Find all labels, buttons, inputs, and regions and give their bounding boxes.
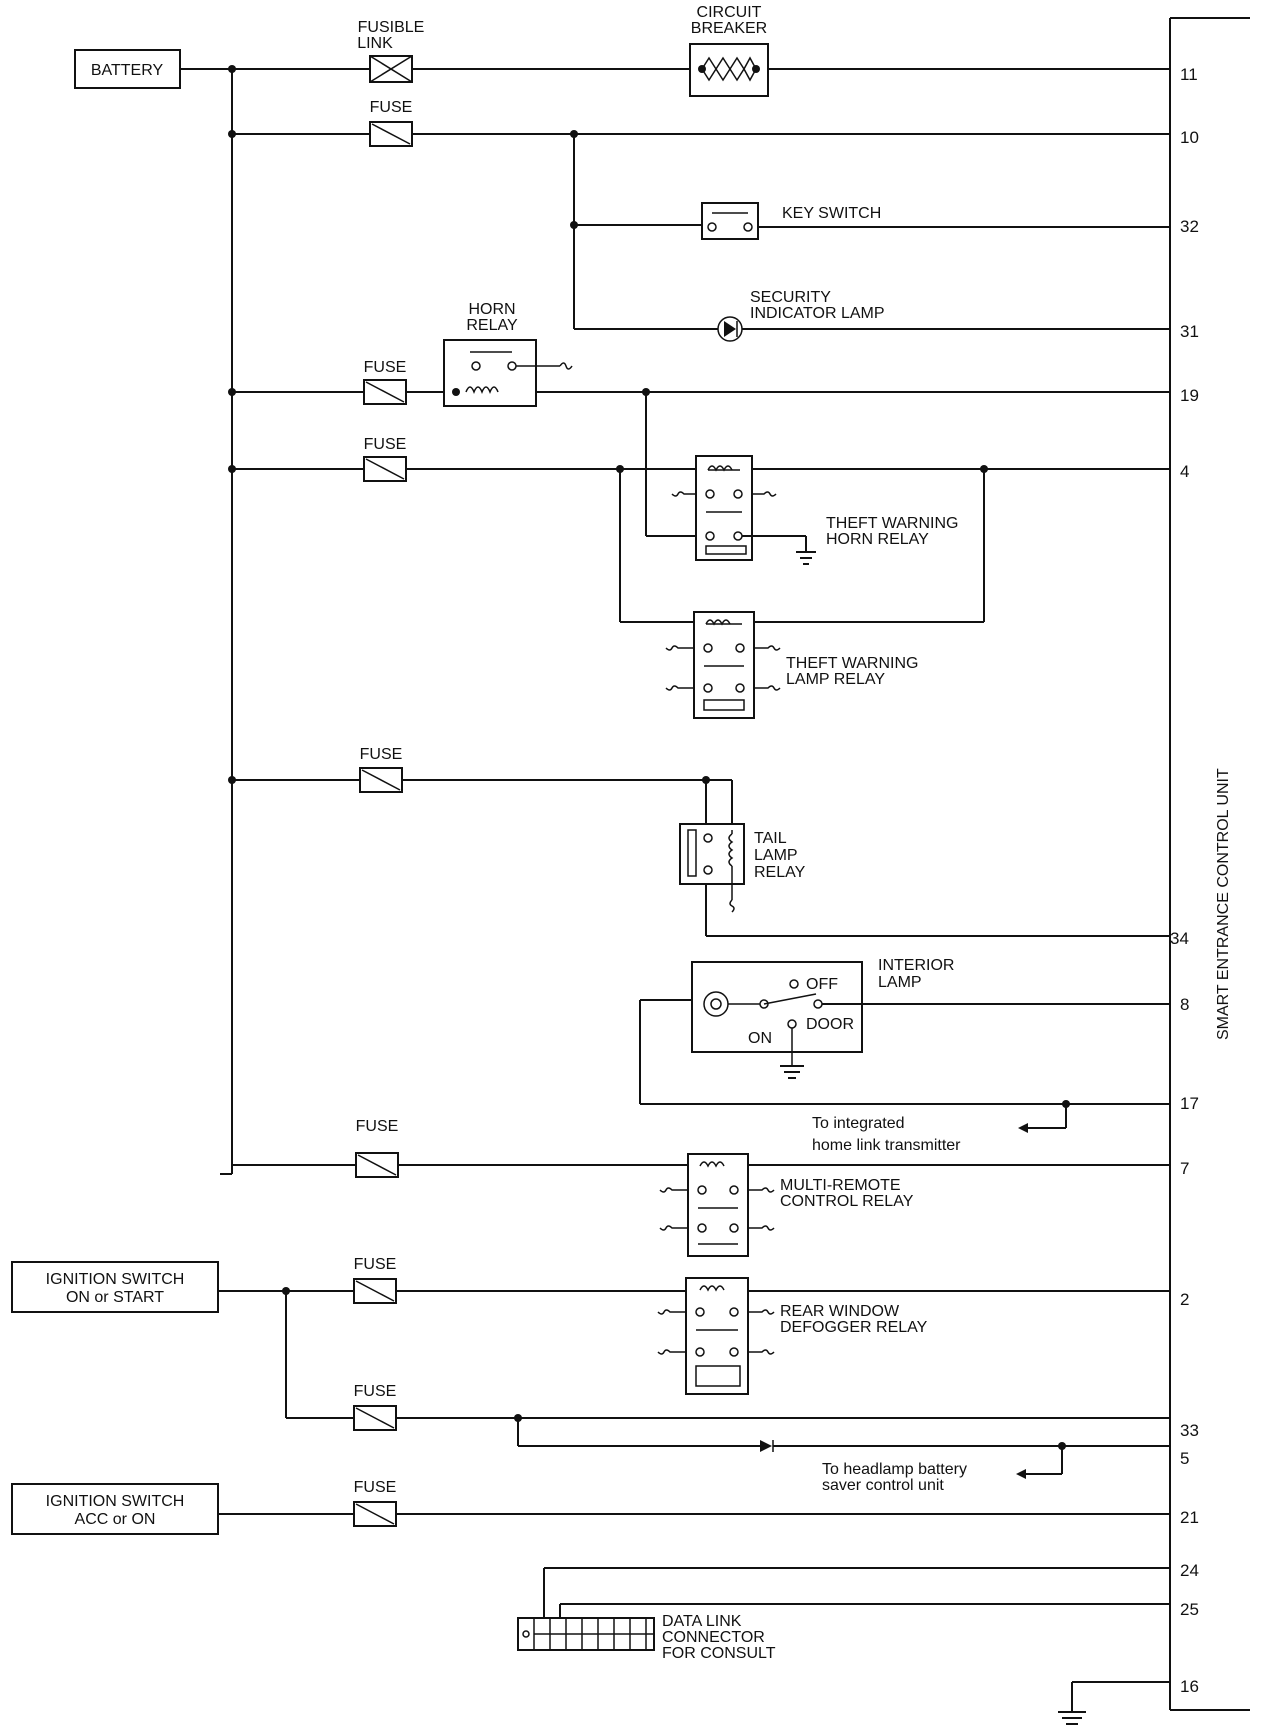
- fuse-label-horn: FUSE: [364, 359, 407, 376]
- fuse-label-tail: FUSE: [360, 746, 403, 763]
- ignition-on-start-box: [11, 1261, 219, 1313]
- circuit-breaker-label: CIRCUIT: [697, 4, 762, 21]
- fuse-label-multi: FUSE: [356, 1118, 399, 1135]
- interior-lamp-label: INTERIOR: [878, 957, 954, 974]
- key-switch-symbol: [701, 202, 759, 240]
- pin-label: 8: [1180, 995, 1189, 1014]
- homelink-note-2: home link transmitter: [812, 1137, 961, 1154]
- ignition-acc-on-box: [11, 1483, 219, 1535]
- ignition-acc-on-label: IGNITION SWITCH: [46, 1493, 185, 1510]
- interior-off-label: OFF: [806, 976, 838, 993]
- pin-label: 31: [1180, 322, 1199, 341]
- pin-label: 7: [1180, 1159, 1189, 1178]
- data-link-label-3: FOR CONSULT: [662, 1645, 776, 1662]
- horn-relay-symbol: [443, 339, 573, 407]
- rear-defogger-label-2: DEFOGGER RELAY: [780, 1319, 928, 1336]
- security-lamp-symbol: [717, 316, 743, 342]
- fusible-link-label: FUSIBLE: [358, 19, 425, 36]
- pin-label: 10: [1180, 128, 1199, 147]
- fuse-label-defog: FUSE: [354, 1256, 397, 1273]
- control-unit-title: SMART ENTRANCE CONTROL UNIT: [1215, 768, 1232, 1040]
- theft-lamp-relay-symbol: [665, 611, 781, 719]
- pin-label: 16: [1180, 1677, 1199, 1696]
- interior-lamp-symbol: [691, 961, 863, 1079]
- pin-label: 4: [1180, 462, 1189, 481]
- homelink-note: To integrated: [812, 1115, 905, 1132]
- pin-label: 5: [1180, 1449, 1189, 1468]
- ignition-acc-on-label-2: ACC or ON: [75, 1511, 156, 1528]
- rear-defogger-relay-symbol: [657, 1277, 775, 1395]
- multi-remote-label-2: CONTROL RELAY: [780, 1193, 914, 1210]
- rear-defogger-label: REAR WINDOW: [780, 1303, 900, 1320]
- data-link-label: DATA LINK: [662, 1613, 742, 1630]
- diode-symbol: [760, 1440, 774, 1452]
- tail-lamp-relay-symbol: [679, 823, 745, 913]
- horn-relay-label-2: RELAY: [466, 317, 518, 334]
- control-unit-edge: [1169, 17, 1250, 1711]
- pin-label: 17: [1180, 1094, 1199, 1113]
- interior-lamp-label-2: LAMP: [878, 974, 922, 991]
- security-lamp-label-2: INDICATOR LAMP: [750, 305, 885, 322]
- battery-label: BATTERY: [91, 62, 164, 79]
- interior-door-label: DOOR: [806, 1016, 854, 1033]
- fuse-label-theft: FUSE: [364, 436, 407, 453]
- tail-lamp-relay-label-3: RELAY: [754, 864, 806, 881]
- multi-remote-label: MULTI-REMOTE: [780, 1177, 901, 1194]
- theft-lamp-relay-label: THEFT WARNING: [786, 655, 918, 672]
- fusible-link-label-2: LINK: [357, 35, 393, 52]
- pin-label: 34: [1170, 929, 1189, 948]
- circuit-breaker-symbol: [689, 43, 769, 97]
- pin-label: 25: [1180, 1600, 1199, 1619]
- multi-remote-relay-symbol: [659, 1153, 775, 1257]
- theft-lamp-relay-label-2: LAMP RELAY: [786, 671, 885, 688]
- ignition-on-start-label-2: ON or START: [66, 1289, 164, 1306]
- pin-label: 11: [1180, 65, 1198, 84]
- fuse-label-headlamp: FUSE: [354, 1383, 397, 1400]
- data-link-label-2: CONNECTOR: [662, 1629, 765, 1646]
- fuse-label: FUSE: [370, 99, 413, 116]
- pin-label: 32: [1180, 217, 1199, 236]
- theft-horn-relay-label-2: HORN RELAY: [826, 531, 929, 548]
- pin-label: 24: [1180, 1561, 1199, 1580]
- headlamp-note: To headlamp battery: [822, 1461, 967, 1478]
- pin-label: 33: [1180, 1421, 1199, 1440]
- pin-labels: 11 10 32 31 19 4 34 8 17 7 2 33 5 21 24 …: [1170, 65, 1199, 1696]
- data-link-connector-symbol: [517, 1617, 655, 1651]
- battery-box: [74, 49, 181, 89]
- ignition-on-start-label: IGNITION SWITCH: [46, 1271, 185, 1288]
- interior-on-label: ON: [748, 1030, 772, 1047]
- theft-horn-relay-label: THEFT WARNING: [826, 515, 958, 532]
- headlamp-note-2: saver control unit: [822, 1477, 944, 1494]
- pin-label: 2: [1180, 1290, 1189, 1309]
- circuit-breaker-label-2: BREAKER: [691, 20, 767, 37]
- key-switch-label: KEY SWITCH: [782, 205, 881, 222]
- tail-lamp-relay-label-2: LAMP: [754, 847, 798, 864]
- security-lamp-label: SECURITY: [750, 289, 831, 306]
- fuse-label-acc: FUSE: [354, 1479, 397, 1496]
- horn-relay-label: HORN: [468, 301, 515, 318]
- pin-label: 19: [1180, 386, 1199, 405]
- tail-lamp-relay-label: TAIL: [754, 830, 787, 847]
- pin-label: 21: [1180, 1508, 1199, 1527]
- theft-horn-relay-symbol: [671, 455, 777, 561]
